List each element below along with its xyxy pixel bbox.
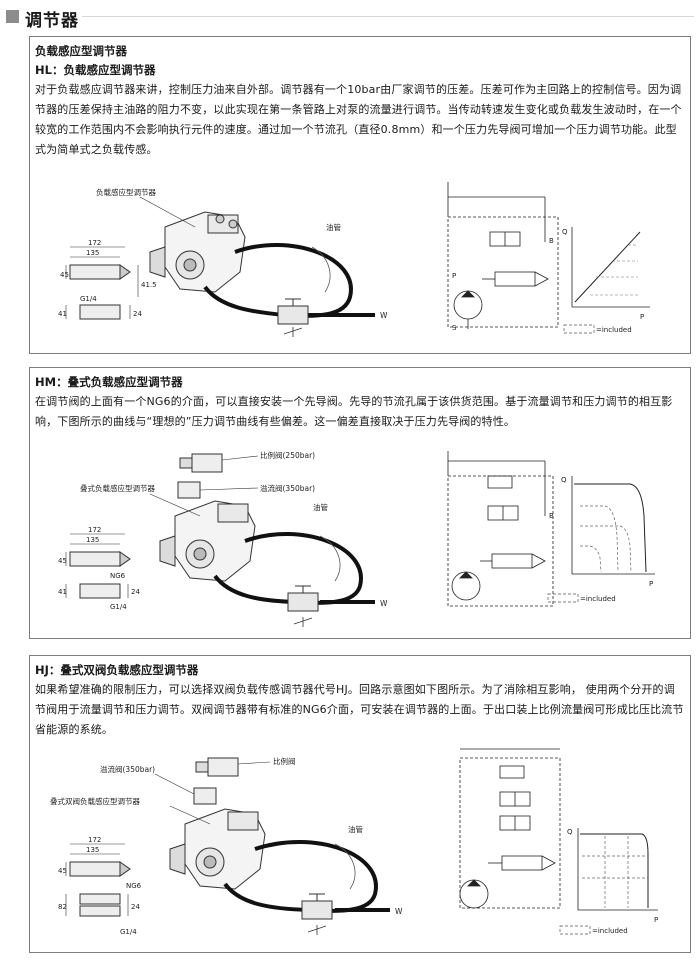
hm-prop-valve-label: 比例阀(250bar) — [260, 450, 315, 460]
hl-w-label: W — [380, 311, 388, 320]
hj-dim-ng6: NG6 — [126, 882, 142, 890]
hj-pipe-label: 油管 — [348, 824, 363, 834]
hj-regulator-label: 叠式双阀负载感应型调节器 — [50, 796, 140, 806]
hl-dim-g14: G1/4 — [80, 295, 97, 303]
hl-graph-p: P — [640, 313, 644, 321]
section-hl-title: HL：负载感应型调节器 — [35, 63, 156, 77]
hm-dim-41: 41 — [58, 588, 67, 596]
hm-dim-ng6: NG6 — [110, 572, 126, 580]
section-hj-text: HJ：叠式双阀负载感应型调节器 如果希望准确的限制压力，可以选择双阀负载传感调节… — [35, 661, 685, 740]
hj-hydraulic-schematic — [459, 748, 561, 909]
hj-pipe — [223, 840, 390, 935]
section-hl-paragraph: 对于负载感应调节器来讲，控制压力油来自外部。调节器有一个10bar由厂家调节的压… — [35, 83, 682, 156]
hl-pump-drawing — [149, 211, 246, 293]
hl-pipe — [203, 243, 375, 337]
hj-dim-135: 135 — [86, 846, 99, 854]
hl-qp-graph — [571, 227, 650, 308]
section-hl-text: 负载感应型调节器 HL：负载感应型调节器 对于负载感应调节器来讲，控制压力油来自… — [35, 42, 685, 160]
hj-graph-p: P — [654, 916, 658, 924]
hl-dim-172: 172 — [88, 239, 101, 247]
hj-included-label: =included — [592, 927, 628, 935]
hj-included-swatch — [559, 925, 591, 935]
section-hj: HJ：叠式双阀负载感应型调节器 如果希望准确的限制压力，可以选择双阀负载传感调节… — [29, 655, 691, 953]
hm-graph-p: P — [649, 580, 653, 588]
hl-regulator-label: 负载感应型调节器 — [96, 187, 156, 197]
hm-dimension-drawing — [65, 533, 131, 599]
hm-dim-24: 24 — [131, 588, 140, 596]
hm-qp-graph — [571, 476, 655, 575]
hl-dim-24: 24 — [133, 310, 142, 318]
hl-dim-41-5: 41.5 — [141, 281, 157, 289]
hm-dim-g14: G1/4 — [110, 603, 127, 611]
header-marker — [6, 10, 19, 23]
hl-included-swatch — [563, 324, 595, 334]
hl-dim-41: 41 — [58, 310, 67, 318]
hj-dim-172: 172 — [88, 836, 101, 844]
hm-dim-135: 135 — [86, 536, 99, 544]
hm-pump-drawing — [159, 500, 256, 582]
hl-included-label: =included — [596, 326, 632, 334]
hj-graph-q: Q — [567, 828, 573, 836]
hm-schematic-b: B — [549, 512, 554, 520]
hj-dim-24: 24 — [131, 903, 140, 911]
hl-schematic-b: B — [549, 237, 554, 245]
hj-figure: 溢流阀(350bar) 比例阀 叠式双阀负载感应型调节器 油管 W — [50, 748, 658, 936]
hm-graph-q: Q — [561, 476, 567, 484]
hj-w-label: W — [395, 907, 403, 916]
hj-pilot-valves — [154, 757, 271, 805]
hm-regulator-label: 叠式负载感应型调节器 — [80, 483, 155, 493]
section-hm: HM：叠式负载感应型调节器 在调节阀的上面有一个NG6的介面，可以直接安装一个先… — [29, 367, 691, 639]
section-hm-paragraph: 在调节阀的上面有一个NG6的介面，可以直接安装一个先导阀。先导的节流孔属于该供货… — [35, 395, 673, 428]
hm-included-swatch — [547, 593, 579, 603]
section-hj-title: HJ：叠式双阀负载感应型调节器 — [35, 663, 199, 677]
hl-graph-q: Q — [562, 228, 568, 236]
hm-figure: 比例阀(250bar) 溢流阀(350bar) 叠式负载感应型调节器 油管 W — [58, 450, 655, 627]
section-hj-paragraph: 如果希望准确的限制压力，可以选择双阀负载传感调节器代号HJ。回路示意图如下图所示… — [35, 683, 684, 736]
hm-included-label: =included — [580, 595, 616, 603]
section-hl: 负载感应型调节器 HL：负载感应型调节器 对于负载感应调节器来讲，控制压力油来自… — [29, 36, 691, 354]
hj-dim-45: 45 — [58, 867, 67, 875]
hm-w-label: W — [380, 599, 388, 608]
hl-schematic-p: P — [452, 272, 456, 280]
hm-pilot-valves — [177, 453, 259, 499]
hj-pump-drawing — [169, 808, 266, 890]
hm-pipe-label: 油管 — [313, 502, 328, 512]
hm-dim-45: 45 — [58, 557, 67, 565]
hm-pipe — [213, 532, 375, 627]
hj-dim-82: 82 — [58, 903, 67, 911]
page-header: 调节器 — [6, 6, 694, 32]
hm-dim-172: 172 — [88, 526, 101, 534]
section-hl-subtitle: 负载感应型调节器 — [35, 44, 127, 58]
hj-qp-graph — [577, 828, 658, 911]
section-hm-text: HM：叠式负载感应型调节器 在调节阀的上面有一个NG6的介面，可以直接安装一个先… — [35, 373, 685, 432]
header-divider — [82, 16, 694, 17]
hl-figure: 负载感应型调节器 油管 W 172 135 45 41.5 G1/4 41 24 — [58, 182, 650, 337]
hl-dimension-drawing — [65, 246, 139, 320]
hl-hydraulic-schematic — [447, 182, 559, 329]
page-title: 调节器 — [25, 11, 79, 31]
hj-relief-valve-label: 溢流阀(350bar) — [100, 764, 155, 774]
hm-relief-valve-label: 溢流阀(350bar) — [260, 483, 315, 493]
hl-pipe-label: 油管 — [326, 222, 341, 232]
hj-prop-valve-label: 比例阀 — [273, 756, 296, 766]
hl-dim-45: 45 — [60, 271, 69, 279]
hm-hydraulic-schematic — [447, 451, 554, 607]
section-hm-title: HM：叠式负载感应型调节器 — [35, 375, 183, 389]
hl-schematic-s: S — [452, 324, 457, 332]
hl-dim-135: 135 — [86, 249, 99, 257]
hj-dim-g14: G1/4 — [120, 928, 137, 936]
hj-dimension-drawing — [65, 843, 131, 917]
